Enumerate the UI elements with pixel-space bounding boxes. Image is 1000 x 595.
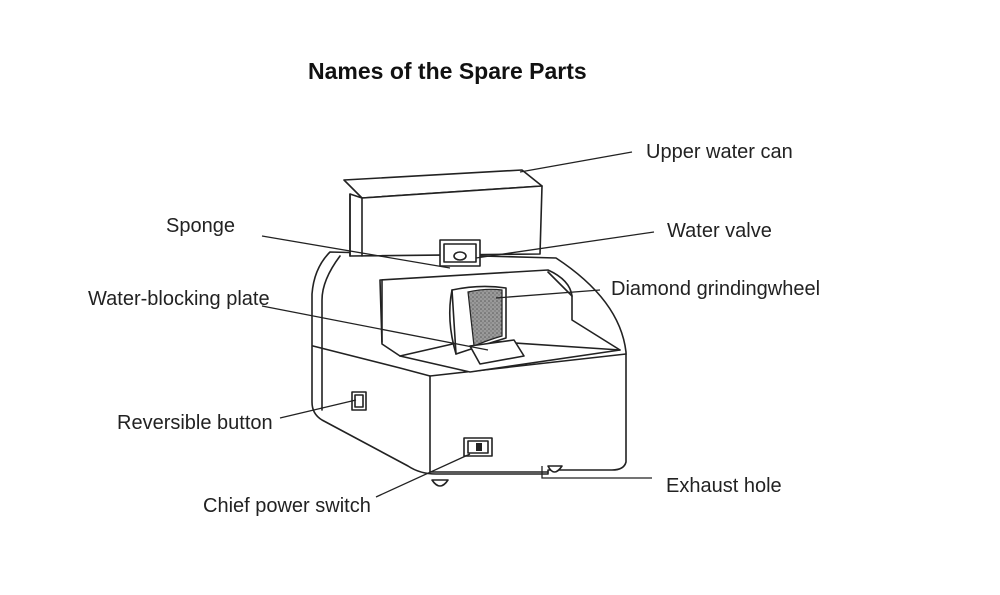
water-valve	[439, 239, 481, 267]
label-upper-water-can: Upper water can	[646, 141, 793, 163]
upper-water-can	[343, 169, 543, 257]
leader-water-blocking-plate	[261, 305, 489, 351]
water-blocking-plate	[469, 339, 525, 365]
leader-water-valve	[475, 231, 655, 259]
leader-sponge	[261, 235, 451, 269]
leader-upper-water-can	[519, 151, 633, 173]
diagram-title: Names of the Spare Parts	[308, 58, 587, 84]
label-diamond-grinding-wheel: Diamond grindingwheel	[611, 278, 821, 300]
label-exhaust-hole: Exhaust hole	[666, 475, 782, 497]
machine-feet	[431, 465, 563, 487]
diamond-grinding-wheel	[448, 285, 507, 355]
label-reversible-button: Reversible button	[117, 412, 273, 434]
leader-lines	[261, 151, 655, 498]
exhaust-hole	[541, 466, 652, 479]
chief-power-switch	[463, 437, 493, 457]
leader-chief-power-switch	[375, 453, 471, 498]
label-water-valve: Water valve	[667, 220, 772, 242]
leader-diamond-grinding-wheel	[495, 289, 601, 299]
label-sponge: Sponge	[166, 215, 235, 237]
label-chief-power-switch: Chief power switch	[203, 495, 371, 517]
label-water-blocking-plate: Water-blocking plate	[88, 288, 270, 310]
leader-reversible-button	[279, 399, 357, 419]
